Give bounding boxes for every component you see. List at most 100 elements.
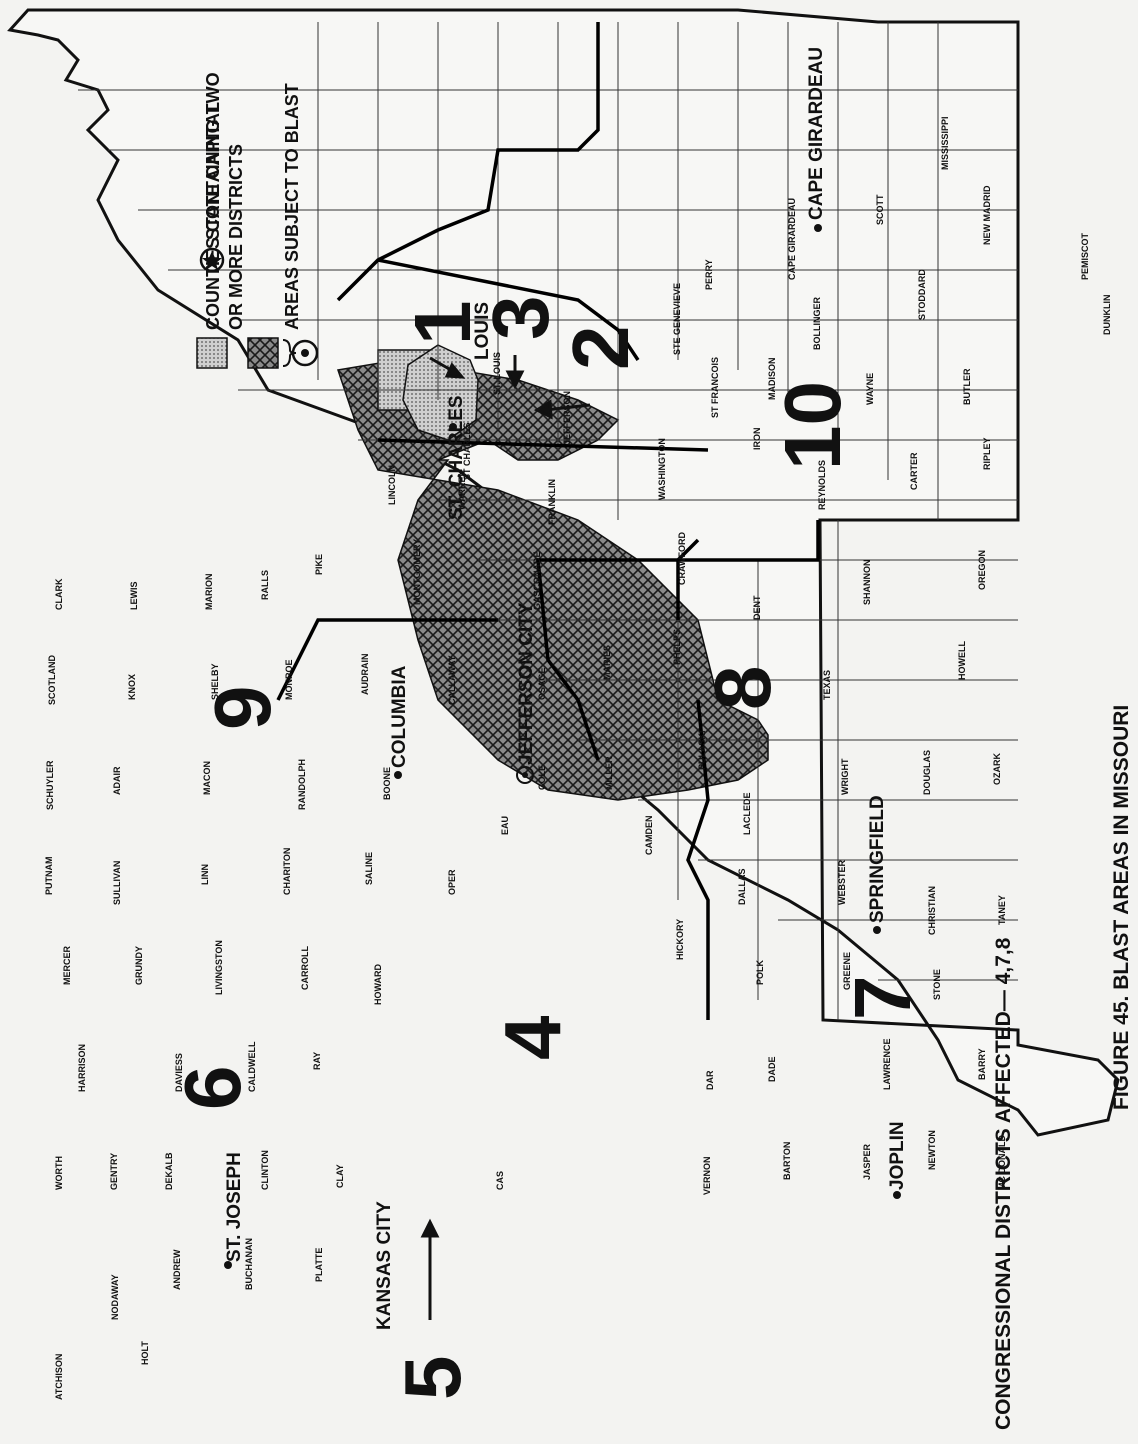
county-label: CLARK [54, 578, 64, 610]
county-label: JEFFERSON [562, 391, 572, 445]
county-label: COLE [537, 765, 547, 790]
county-label: CRAWFORD [677, 532, 687, 585]
county-label: CAS [495, 1171, 505, 1190]
county-label: WARREN [457, 470, 467, 510]
district-3: 3 [476, 296, 565, 341]
district-5: 5 [388, 1356, 477, 1401]
city-louis: LOUIS [472, 302, 493, 360]
county-label: KNOX [127, 674, 137, 700]
county-label: CARROLL [300, 946, 310, 990]
county-label: GRUNDY [134, 946, 144, 985]
county-label: LEWIS [129, 582, 139, 611]
county-label: ST. LOUIS [492, 352, 502, 395]
city-joplin: JOPLIN [887, 1121, 908, 1190]
district-1: 1 [398, 301, 487, 346]
county-label: HOWELL [957, 641, 967, 680]
county-label: MARIES [602, 645, 612, 680]
county-label: RANDOLPH [297, 759, 307, 810]
jefferson-city-capital-icon [516, 766, 534, 784]
county-label: JASPER [862, 1143, 872, 1180]
county-label: CHRISTIAN [927, 886, 937, 935]
legend-blast-label: AREAS SUBJECT TO BLAST [282, 83, 302, 330]
county-label: VERNON [702, 1156, 712, 1195]
county-label: MISSISSIPPI [940, 116, 950, 170]
county-label: BUCHANAN [244, 1238, 254, 1290]
county-label: PERRY [704, 259, 714, 290]
multi-district-swatch-icon [196, 337, 228, 369]
county-label: MERCER [62, 945, 72, 985]
county-label: RAY [312, 1052, 322, 1070]
county-label: LINCOLN [387, 465, 397, 505]
county-label: CLINTON [260, 1150, 270, 1190]
figure-caption: FIGURE 45. BLAST AREAS IN MISSOURI [1110, 705, 1133, 1110]
county-label: DOUGLAS [922, 750, 932, 795]
county-label: DUNKLIN [1102, 295, 1112, 336]
blast-area-hatched [337, 359, 769, 801]
county-label: OREGON [977, 550, 987, 590]
county-label: SULLIVAN [112, 861, 122, 905]
county-label: MADISON [767, 358, 777, 401]
county-label: STE GENEVIEVE [672, 283, 682, 355]
county-lines [78, 22, 1018, 1020]
county-label: MONROE [284, 660, 294, 701]
county-label: PUTNAM [44, 857, 54, 896]
county-label: CAMDEN [644, 816, 654, 856]
county-label: HOWARD [373, 964, 383, 1005]
county-label: MACON [202, 761, 212, 795]
city-st-joseph: ST. JOSEPH [224, 1152, 245, 1262]
county-label: PIKE [314, 554, 324, 575]
county-label: PULASKI [697, 730, 707, 770]
county-labels: ATCHISON NODAWAY HOLT ANDREW WORTH GENTR… [44, 116, 1112, 1400]
district-2: 2 [556, 326, 645, 371]
legend-multi-line1: COUNTIES CONTAINING TWO [203, 72, 223, 330]
county-label: NEW MADRID [982, 185, 992, 245]
district-7: 7 [838, 976, 927, 1021]
caption-districts-affected: CONGRESSIONAL DISTRICTS AFFECTED— 4,7,8 [992, 937, 1015, 1430]
county-label: DAR [705, 1070, 715, 1090]
county-label: SCOTT [875, 194, 885, 225]
county-label: POLK [755, 959, 765, 985]
county-label: SALINE [364, 852, 374, 885]
county-label: SCHUYLER [45, 760, 55, 810]
county-label: HARRISON [77, 1044, 87, 1092]
county-label: REYNOLDS [817, 460, 827, 510]
county-label: PLATTE [314, 1248, 324, 1282]
district-boundaries [276, 22, 820, 1020]
county-label: LIVINGSTON [214, 940, 224, 995]
cities: KANSAS CITY ST. JOSEPH COLUMBIA JEFFERSO… [224, 47, 908, 1330]
county-label: NEWTON [927, 1130, 937, 1170]
county-label: OZARK [992, 753, 1002, 785]
county-label: CHARITON [282, 848, 292, 895]
county-label: DAVIESS [174, 1053, 184, 1092]
county-label: LACLEDE [742, 793, 752, 836]
district-9: 9 [198, 686, 287, 731]
county-label: MARION [204, 574, 214, 611]
county-label: GASCONADE [532, 551, 542, 610]
city-jefferson-city: JEFFERSON CITY [516, 602, 537, 765]
county-label: SHANNON [862, 559, 872, 605]
county-label: RIPLEY [982, 437, 992, 470]
county-label: WAYNE [865, 373, 875, 405]
county-label: WRIGHT [840, 758, 850, 795]
county-label: CLAY [335, 1164, 345, 1188]
district-10: 10 [768, 381, 857, 470]
county-label: WASHINGTON [657, 438, 667, 500]
city-columbia: COLUMBIA [389, 665, 410, 768]
capital-symbol-icon [199, 247, 225, 273]
county-label: DENT [752, 595, 762, 620]
county-label: MILLER [604, 756, 614, 790]
county-label: SHELBY [210, 663, 220, 700]
legend-multi-line2: OR MORE DISTRICTS [226, 144, 246, 330]
district-numbers: 1 3 2 10 8 9 4 6 7 5 [168, 296, 927, 1401]
district-8: 8 [698, 666, 787, 711]
county-label: AUDRAIN [360, 654, 370, 696]
county-label: DEKALB [164, 1152, 174, 1190]
county-label: NODAWAY [110, 1274, 120, 1320]
county-label: SCOTLAND [47, 655, 57, 705]
district-arrows [420, 355, 591, 1320]
county-label: ANDREW [172, 1249, 182, 1290]
county-label: ST CHARLES [462, 422, 472, 480]
county-label: LAWRENCE [882, 1039, 892, 1091]
